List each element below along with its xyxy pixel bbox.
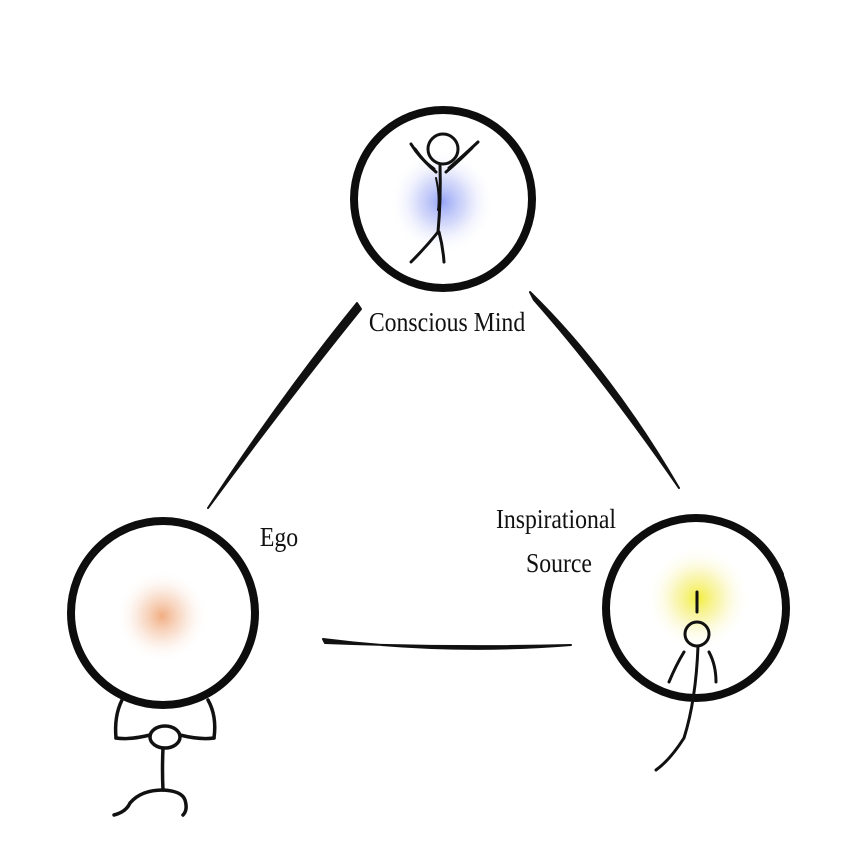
node-conscious-mind [350, 106, 536, 292]
node-ring [350, 106, 536, 292]
node-ring [602, 514, 790, 702]
stick-figure-lightbulb-icon [654, 590, 718, 772]
label-conscious-mind: Conscious Mind [369, 307, 526, 338]
node-ego [67, 517, 259, 817]
edges [207, 291, 680, 650]
edge-ego-to-inspirational-source [322, 638, 572, 650]
stick-figure-arms-raised-icon [409, 132, 480, 264]
edge-conscious-mind-to-ego [207, 302, 362, 509]
node-inspirational-source [602, 514, 790, 772]
glow-orange [116, 570, 208, 662]
glow-blue [390, 150, 494, 254]
labels: Conscious Mind Ego Inspirational Source [260, 307, 616, 579]
stick-figure-lifting-icon [112, 698, 217, 817]
node-ring [67, 517, 259, 709]
label-inspirational-source-line2: Source [526, 548, 592, 579]
label-inspirational-source-line1: Inspirational [496, 504, 616, 535]
label-ego: Ego [260, 522, 298, 553]
edge-conscious-mind-to-inspirational-source [529, 291, 680, 489]
